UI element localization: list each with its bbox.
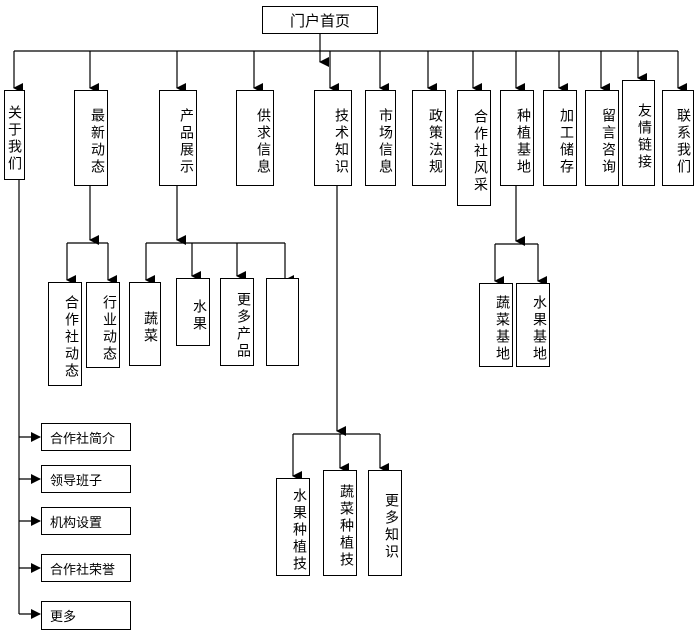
- node-friend-links: 友情链接: [622, 80, 655, 186]
- node-planting-base: 种植基地: [500, 90, 534, 186]
- node-vegetable-planting-tech: 蔬菜种植技: [323, 470, 357, 576]
- node-more: 更多: [41, 601, 131, 630]
- node-market-info: 市场信息: [365, 90, 396, 186]
- node-industry-news: 行业动态: [86, 282, 120, 368]
- node-leadership: 领导班子: [41, 465, 131, 493]
- node-product-display: 产品展示: [159, 90, 197, 186]
- node-vegetable-base: 蔬菜基地: [479, 283, 513, 367]
- node-more-knowledge: 更多知识: [368, 470, 402, 576]
- node-coop-showcase: 合作社风采: [457, 90, 491, 206]
- node-coop-news: 合作社动态: [48, 282, 82, 386]
- node-coop-honors: 合作社荣誉: [41, 554, 131, 582]
- node-more-products: 更多产品: [220, 278, 254, 366]
- node-latest-news: 最新动态: [74, 90, 108, 186]
- node-coop-intro: 合作社简介: [41, 423, 131, 451]
- node-about-us: 关于我们: [4, 90, 25, 180]
- node-fruits: 水果: [176, 278, 210, 346]
- node-organization: 机构设置: [41, 507, 131, 535]
- node-empty-product: [266, 278, 299, 366]
- node-vegetables: 蔬菜: [129, 282, 161, 366]
- node-fruit-base: 水果基地: [516, 283, 550, 367]
- node-processing-storage: 加工储存: [543, 90, 577, 186]
- node-contact-us: 联系我们: [662, 90, 694, 186]
- node-supply-demand: 供求信息: [236, 90, 274, 186]
- node-policy: 政策法规: [412, 90, 446, 186]
- node-message-consult: 留言咨询: [585, 90, 619, 186]
- root-node-portal-home: 门户首页: [262, 6, 378, 34]
- node-fruit-planting-tech: 水果种植技: [276, 478, 310, 576]
- node-tech-knowledge: 技术知识: [314, 90, 352, 186]
